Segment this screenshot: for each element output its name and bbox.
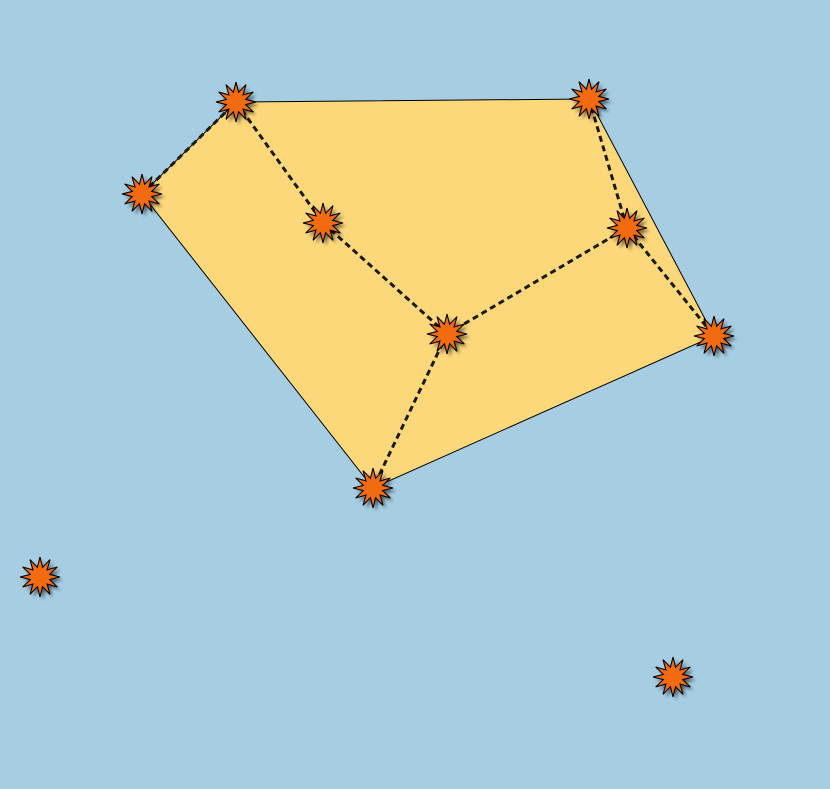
star-burst-icon	[215, 81, 259, 125]
node-layer	[19, 78, 737, 700]
star-burst-icon	[302, 202, 346, 246]
edge-E-B	[587, 98, 629, 229]
edge-layer	[140, 98, 716, 489]
node-E	[606, 207, 648, 249]
star-burst-icon	[426, 313, 470, 357]
edge-F-H	[371, 333, 449, 489]
node-J	[652, 656, 694, 698]
edge-C-A	[140, 100, 238, 196]
star-burst-icon	[352, 467, 396, 511]
node-H	[352, 467, 394, 509]
edge-F-E	[446, 226, 628, 336]
node-D	[302, 202, 344, 244]
star-burst-icon	[19, 556, 63, 600]
hull-polygon	[141, 98, 715, 489]
star-burst-icon	[693, 315, 737, 359]
star-burst-icon	[652, 656, 696, 700]
node-G	[693, 315, 735, 357]
node-F	[426, 313, 468, 355]
edge-A-D	[234, 101, 325, 224]
node-I	[19, 556, 61, 598]
star-burst-icon	[121, 173, 165, 217]
node-B	[568, 78, 610, 120]
edge-E-G	[625, 227, 716, 337]
node-A	[215, 81, 257, 123]
edge-D-F	[321, 221, 449, 336]
star-burst-icon	[606, 207, 650, 251]
star-burst-icon	[568, 78, 612, 122]
node-C	[121, 173, 163, 215]
convex-hull-layer	[141, 98, 715, 489]
